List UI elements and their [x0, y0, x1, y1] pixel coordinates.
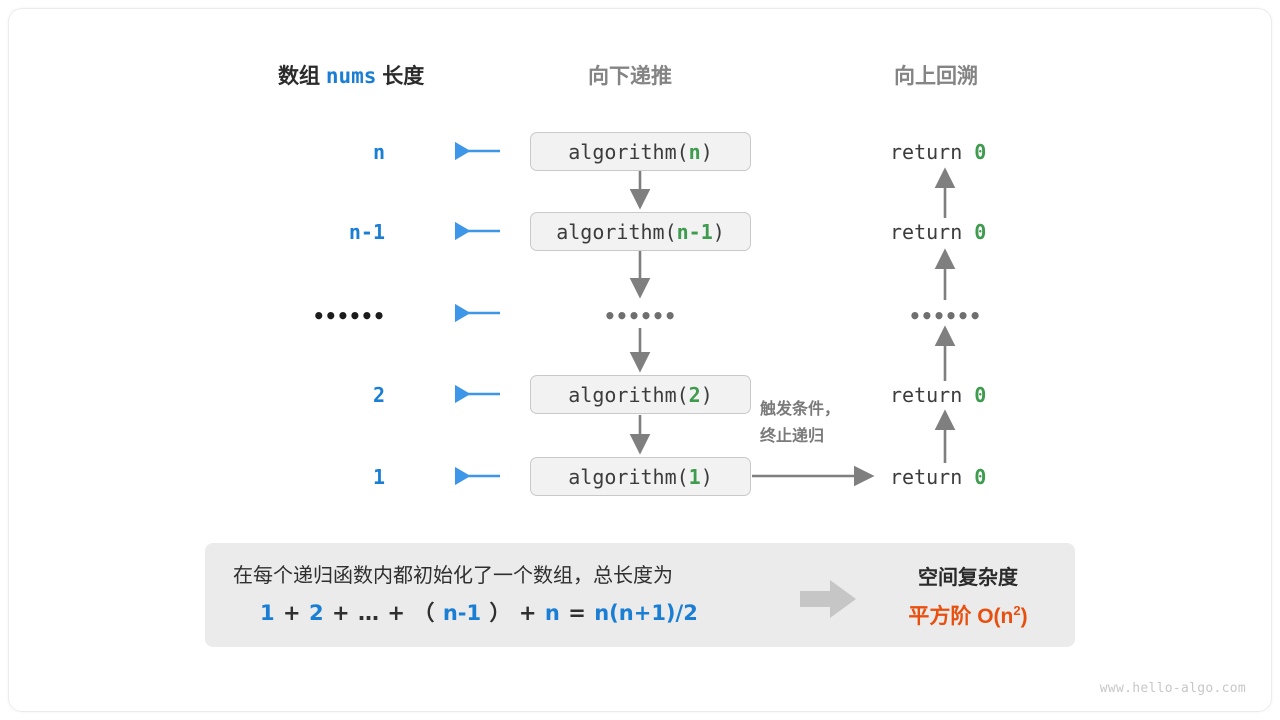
- return-value-row-4: 0: [974, 465, 987, 489]
- return-value-row-3: 0: [974, 383, 987, 407]
- call-arg-row-3: 2: [688, 382, 701, 407]
- watermark: www.hello-algo.com: [1099, 681, 1246, 696]
- call-paren-open-row-4: (: [676, 464, 689, 489]
- call-box-row-4: algorithm(1): [530, 457, 751, 496]
- call-arg-row-0: n: [688, 139, 701, 164]
- trigger-note: 触发条件， 终止递归: [760, 396, 840, 450]
- length-ellipsis-row-2: ••••••: [312, 304, 385, 328]
- return-row-0: return 0: [890, 140, 986, 164]
- formula-token-5: +: [387, 601, 406, 625]
- block-arrow-right-icon: [800, 580, 856, 618]
- call-arg-row-1: n-1: [676, 219, 713, 244]
- length-value-row-4: 1: [372, 465, 385, 489]
- summary-formula: 1 + 2 + … + （ n-1 ） + n = n(n+1)/2: [260, 597, 698, 627]
- call-box-row-1: algorithm(n-1): [530, 212, 751, 251]
- formula-token-10: n: [544, 601, 560, 625]
- formula-token-4: …: [358, 601, 380, 625]
- header-left-prefix: 数组: [278, 65, 320, 88]
- formula-token-6: （: [413, 601, 435, 625]
- return-value-row-0: 0: [974, 140, 987, 164]
- trigger-note-line2: 终止递归: [760, 428, 825, 445]
- return-value-row-1: 0: [974, 220, 987, 244]
- call-name-row-3: algorithm: [568, 382, 677, 407]
- call-name-row-0: algorithm: [568, 139, 677, 164]
- call-box-row-0: algorithm(n): [530, 132, 751, 171]
- formula-token-7: n-1: [442, 601, 482, 625]
- length-value-row-0: n: [372, 140, 385, 164]
- length-value-row-3: 2: [372, 383, 385, 407]
- formula-token-0: 1: [260, 601, 275, 625]
- header-right: 向上回溯: [894, 65, 978, 88]
- summary-result-big: O(n: [977, 605, 1014, 628]
- formula-token-9: +: [518, 601, 537, 625]
- header-left-suffix: 长度: [382, 65, 425, 88]
- call-arg-row-4: 1: [688, 464, 701, 489]
- call-paren-close-row-0: ): [700, 139, 713, 164]
- return-row-1: return 0: [890, 220, 986, 244]
- call-paren-close-row-3: ): [700, 382, 713, 407]
- summary-description: 在每个递归函数内都初始化了一个数组，总长度为: [233, 565, 673, 587]
- return-keyword-row-1: return: [890, 220, 963, 244]
- formula-token-3: +: [332, 601, 350, 625]
- summary-result-prefix: 平方阶: [908, 605, 972, 628]
- return-keyword-row-4: return: [890, 465, 963, 489]
- call-name-row-4: algorithm: [568, 464, 677, 489]
- return-keyword-row-3: return: [890, 383, 963, 407]
- formula-token-2: 2: [309, 601, 324, 625]
- call-ellipsis-row-2: ••••••: [603, 304, 677, 328]
- call-name-row-1: algorithm: [556, 219, 665, 244]
- call-paren-close-row-1: ): [712, 219, 725, 244]
- call-paren-close-row-4: ): [700, 464, 713, 489]
- formula-token-11: =: [568, 601, 586, 625]
- summary-result-value: 平方阶 O(n2): [878, 600, 1058, 630]
- call-paren-open-row-3: (: [676, 382, 689, 407]
- call-box-row-3: algorithm(2): [530, 375, 751, 414]
- summary-result-close: ): [1020, 605, 1028, 628]
- summary-panel: 在每个递归函数内都初始化了一个数组，总长度为 1 + 2 + … + （ n-1…: [205, 543, 1075, 647]
- formula-token-12: n(n+1)/2: [594, 601, 698, 625]
- return-ellipsis-row-2: ••••••: [908, 304, 982, 328]
- return-keyword-row-0: return: [890, 140, 963, 164]
- length-value-row-1: n-1: [348, 220, 385, 244]
- summary-result-title: 空间复杂度: [918, 567, 1018, 589]
- summary-result-exponent: 2: [1013, 603, 1021, 618]
- formula-token-1: +: [283, 601, 301, 625]
- header-left-code: nums: [325, 64, 377, 88]
- call-paren-open-row-1: (: [664, 219, 677, 244]
- header-middle: 向下递推: [588, 65, 672, 88]
- call-paren-open-row-0: (: [676, 139, 689, 164]
- formula-token-8: ）: [489, 601, 511, 625]
- trigger-note-line1: 触发条件，: [760, 401, 841, 418]
- return-row-4: return 0: [890, 465, 986, 489]
- return-row-3: return 0: [890, 383, 986, 407]
- header-left-group: 数组 nums 长度: [278, 60, 424, 90]
